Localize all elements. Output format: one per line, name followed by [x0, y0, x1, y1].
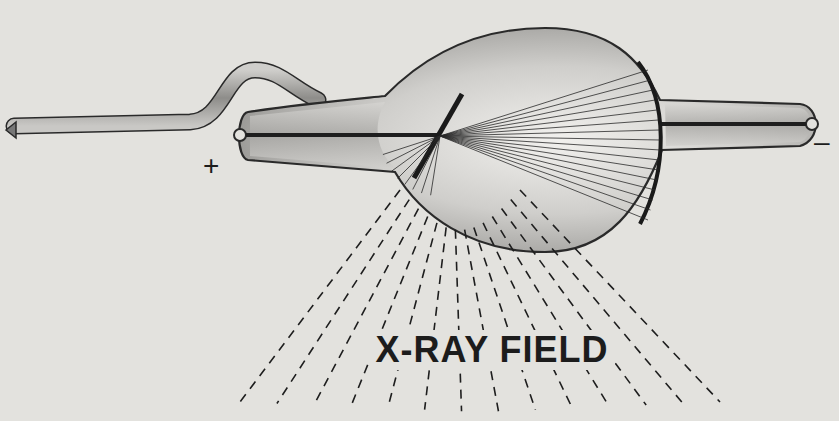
x-ray-line [465, 230, 499, 412]
cathode-ray [440, 100, 655, 136]
cathode-ray [440, 136, 657, 180]
x-ray-line [511, 200, 683, 404]
x-ray-line [492, 217, 609, 407]
cathode-dish [638, 62, 661, 224]
cathode-ray [440, 136, 648, 220]
x-ray-field-lines [240, 190, 720, 411]
cathode-ray [440, 136, 650, 210]
x-ray-line [388, 223, 437, 408]
cathode-ray [440, 70, 648, 136]
x-ray-line [425, 227, 447, 409]
polarity-sign: + [203, 152, 219, 180]
cathode-ray [440, 130, 659, 136]
cathode-ray [440, 136, 658, 170]
cathode-rays [383, 70, 660, 220]
cathode-ray [413, 136, 440, 189]
x-ray-line [483, 223, 572, 408]
cathode-ray [405, 136, 440, 185]
glass-bulb [239, 28, 816, 252]
cathode-ray [440, 120, 658, 136]
cathode-ray [440, 90, 653, 136]
cathode-ray [440, 110, 657, 136]
x-ray-line [240, 190, 400, 402]
cathode-ray [387, 136, 440, 163]
cathode-ray [440, 136, 659, 160]
x-ray-line [502, 209, 647, 405]
cathode-rod [660, 122, 806, 126]
x-ray-line [455, 230, 461, 412]
cathode-ray [440, 136, 653, 200]
anode-terminal [234, 129, 246, 141]
field-title: X-RAY FIELD [369, 330, 614, 370]
anode-rod [246, 133, 438, 137]
x-ray-line [277, 200, 409, 404]
side-tube-tip [6, 122, 16, 138]
cathode-ray [383, 136, 440, 155]
cathode-ray [421, 136, 440, 193]
cathode-ray [391, 136, 440, 171]
x-ray-line [474, 227, 536, 409]
x-ray-line [351, 217, 428, 407]
x-ray-line [314, 209, 419, 405]
polarity-sign: – [814, 128, 830, 156]
cathode-ray [398, 136, 440, 178]
x-ray-line [520, 190, 720, 402]
cathode-ray [440, 136, 655, 190]
cathode-ray [440, 80, 650, 136]
